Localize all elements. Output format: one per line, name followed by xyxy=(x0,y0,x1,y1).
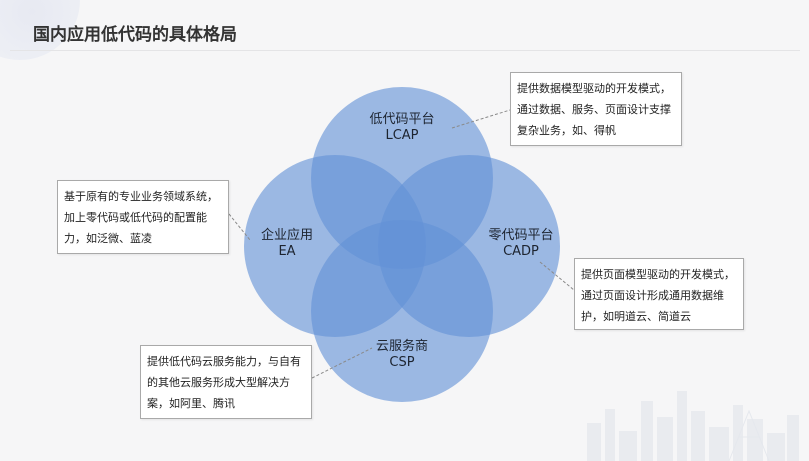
callout-ea: 基于原有的专业业务领域系统，加上零代码或低代码的配置能力，如泛微、蓝凌 xyxy=(57,180,229,254)
leader-line-ea xyxy=(229,214,250,240)
leader-line-lcap xyxy=(452,110,510,128)
callout-lcap: 提供数据模型驱动的开发模式，通过数据、服务、页面设计支撑复杂业务，如、得帆 xyxy=(510,72,682,146)
callout-csp: 提供低代码云服务能力，与自有的其他云服务形成大型解决方案，如阿里、腾讯 xyxy=(140,345,312,419)
leader-line-csp xyxy=(312,348,372,378)
leader-line-cadp xyxy=(540,262,574,290)
callout-cadp: 提供页面模型驱动的开发模式，通过页面设计形成通用数据维护，如明道云、简道云 xyxy=(574,258,744,330)
